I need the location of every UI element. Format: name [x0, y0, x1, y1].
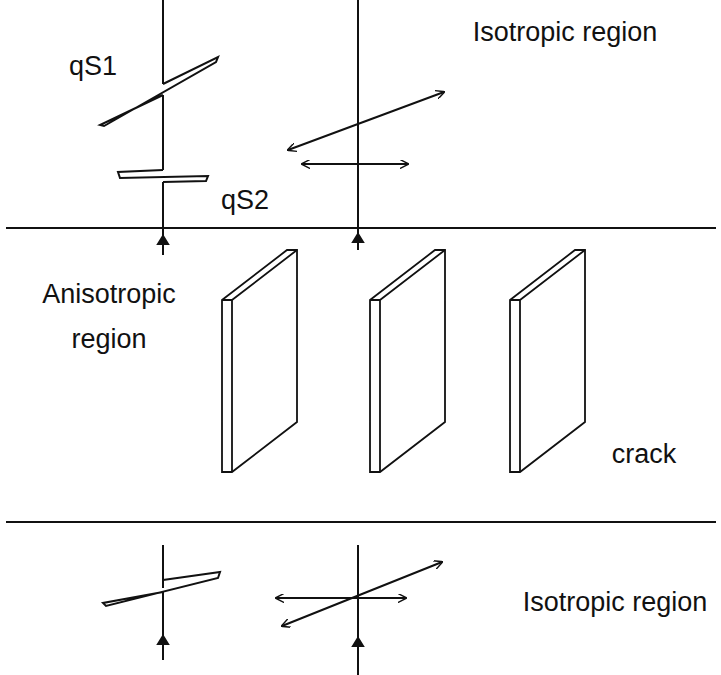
crack-slab [370, 250, 445, 472]
propagation-arrow [353, 234, 363, 242]
trace-line [357, 545, 359, 675]
wavelet [103, 572, 220, 606]
crack-slab [222, 250, 297, 472]
wave-label: qS1 [58, 44, 128, 89]
qs2-wavelet [118, 170, 208, 182]
boundary-line [6, 227, 716, 229]
propagation-arrow [353, 638, 363, 646]
propagation-arrow [158, 236, 168, 244]
region-label: Anisotropic region [4, 272, 214, 361]
wave-label: qS2 [210, 178, 280, 223]
trace-line [162, 592, 164, 660]
polarization-arrow [302, 163, 408, 165]
region-label: Isotropic region [470, 10, 660, 55]
crack-label: crack [594, 432, 694, 477]
propagation-arrow [158, 636, 168, 644]
region-label: Isotropic region [520, 580, 710, 625]
boundary-line [6, 521, 716, 523]
crack-slab [510, 250, 585, 472]
trace-line [162, 545, 164, 588]
polarization-arrow [288, 92, 444, 150]
trace-line [162, 0, 164, 84]
polarization-arrow [276, 597, 406, 599]
trace-line [162, 95, 164, 170]
qs1-wavelet [100, 57, 218, 126]
polarization-arrow [282, 562, 442, 626]
